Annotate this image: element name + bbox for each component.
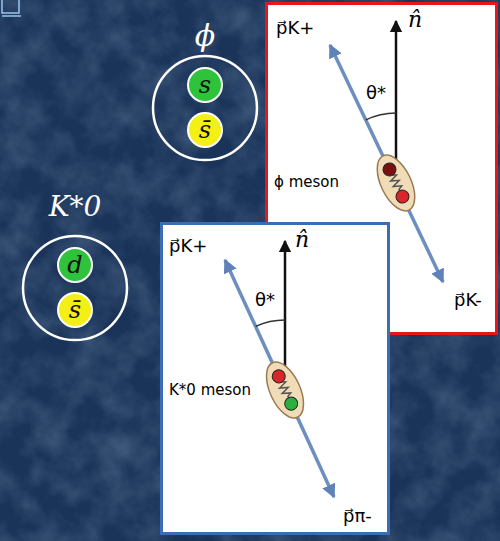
angle-label: θ* [366, 82, 386, 104]
label-holder: p⃗K+ [276, 17, 314, 39]
label-holder: K*0 meson [169, 381, 251, 399]
momentum-arrow [225, 260, 334, 497]
label-holder: p⃗K+ [169, 235, 207, 257]
momentum-label: p⃗K+ [276, 17, 314, 39]
quark-disc-circle [188, 68, 222, 102]
corner-icon-line [2, 15, 21, 17]
meson-symbol: K*0 [20, 190, 130, 224]
quark-label: d [67, 253, 82, 277]
label-holder: n̂ [295, 227, 309, 253]
quark-disc-circle [58, 293, 92, 327]
angle-label: θ* [255, 289, 275, 311]
corner-icon [2, 0, 19, 13]
unit-vector-label: n̂ [408, 7, 422, 33]
label-holder: s̄ [187, 112, 223, 148]
phi-meson: ϕs s̄ [150, 20, 260, 164]
label-holder: p⃗K- [454, 289, 482, 311]
meson-label: ϕ meson [274, 173, 339, 191]
unit-vector-label: n̂ [295, 227, 309, 253]
antiquark-circle: s̄ [57, 292, 93, 328]
label-holder: s [187, 67, 223, 103]
momentum-label: p⃗π- [343, 505, 372, 527]
quark-label: s [199, 73, 211, 97]
label-holder: s̄ [57, 292, 93, 328]
meson-capsule [259, 356, 311, 423]
meson-capsule [370, 149, 423, 216]
quark-circle: d [57, 247, 93, 283]
label-holder: d [57, 247, 93, 283]
angle-arc [256, 320, 285, 326]
quark-circle: s [187, 67, 223, 103]
quark-disc-circle [58, 248, 92, 282]
label-holder: ϕ meson [274, 173, 339, 191]
label-holder: θ* [255, 289, 275, 311]
kstar-meson: K*0 d s̄ [20, 190, 130, 344]
label-holder: K*0 [20, 190, 130, 224]
meson-symbol: ϕ [150, 20, 260, 52]
kstar-decay-panel: n̂ p⃗K+ θ* K*0 meson p⃗π- [160, 222, 390, 535]
momentum-label: p⃗K- [454, 289, 482, 311]
meson-ring-circle [153, 56, 257, 160]
momentum-label: p⃗K+ [169, 235, 207, 257]
quark-disc-circle [188, 113, 222, 147]
meson-label: K*0 meson [169, 381, 251, 399]
antiquark-circle: s̄ [187, 112, 223, 148]
quark-label: s̄ [69, 298, 81, 322]
angle-arc [366, 113, 396, 120]
label-holder: p⃗π- [343, 505, 372, 527]
label-holder: θ* [366, 82, 386, 104]
label-holder: ϕ [150, 20, 260, 52]
kstar-decay-illustration [163, 225, 387, 532]
meson-ring-circle [23, 236, 127, 340]
quark-label: s̄ [199, 118, 211, 142]
label-holder: n̂ [408, 7, 422, 33]
